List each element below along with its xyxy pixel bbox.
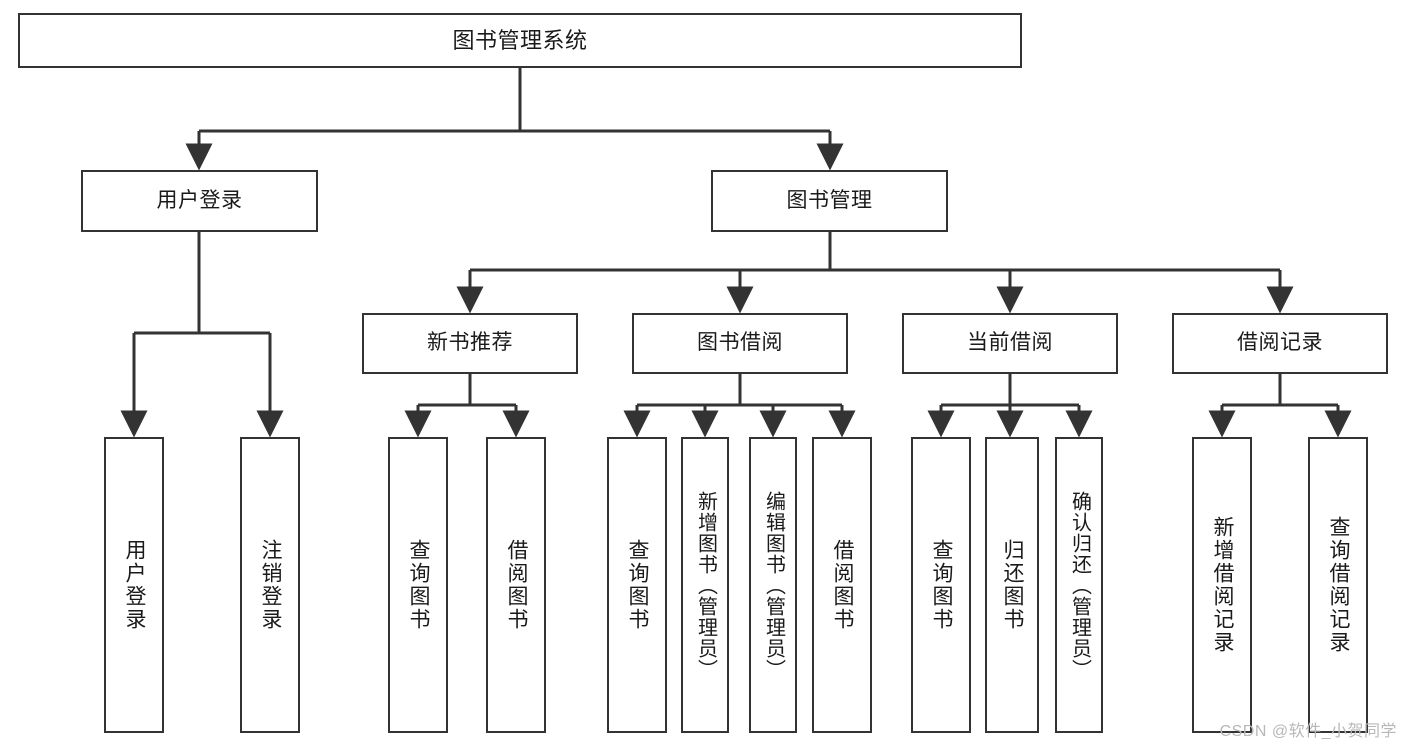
node-root-label: 图书管理系统 bbox=[452, 27, 588, 53]
leaf-book-borrow-2-label: 新增图书（管理员） bbox=[694, 490, 717, 680]
node-new-book-recommend-label: 新书推荐 bbox=[427, 331, 513, 355]
leaf-book-borrow-3-label: 编辑图书（管理员） bbox=[762, 490, 785, 680]
node-current-borrow[interactable]: 当前借阅 bbox=[902, 313, 1118, 374]
node-user-login[interactable]: 用户登录 bbox=[81, 170, 318, 232]
leaf-user-login-2-label: 注销登录 bbox=[259, 539, 283, 631]
node-root[interactable]: 图书管理系统 bbox=[18, 13, 1022, 68]
leaf-current-borrow-2[interactable]: 归还图书 bbox=[985, 437, 1039, 733]
leaf-user-login-2[interactable]: 注销登录 bbox=[240, 437, 300, 733]
leaf-book-borrow-1-label: 查询图书 bbox=[626, 539, 650, 631]
leaf-book-borrow-4-label: 借阅图书 bbox=[831, 539, 855, 631]
node-current-borrow-label: 当前借阅 bbox=[967, 331, 1053, 355]
leaf-book-borrow-4[interactable]: 借阅图书 bbox=[812, 437, 872, 733]
leaf-current-borrow-3-label: 确认归还（管理员） bbox=[1068, 490, 1091, 680]
node-book-manage-label: 图书管理 bbox=[786, 188, 873, 212]
leaf-borrow-record-1[interactable]: 新增借阅记录 bbox=[1192, 437, 1252, 733]
leaf-borrow-record-1-label: 新增借阅记录 bbox=[1211, 516, 1235, 654]
leaf-user-login-1[interactable]: 用户登录 bbox=[104, 437, 164, 733]
leaf-book-borrow-2[interactable]: 新增图书（管理员） bbox=[681, 437, 729, 733]
leaf-current-borrow-2-label: 归还图书 bbox=[1001, 539, 1025, 631]
leaf-new-book-1[interactable]: 查询图书 bbox=[388, 437, 448, 733]
leaf-current-borrow-1[interactable]: 查询图书 bbox=[911, 437, 971, 733]
node-user-login-label: 用户登录 bbox=[156, 188, 243, 212]
node-borrow-record-label: 借阅记录 bbox=[1237, 331, 1323, 355]
watermark-text: CSDN @软件_小贺同学 bbox=[1219, 723, 1397, 740]
leaf-book-borrow-3[interactable]: 编辑图书（管理员） bbox=[749, 437, 797, 733]
leaf-book-borrow-1[interactable]: 查询图书 bbox=[607, 437, 667, 733]
node-book-borrow[interactable]: 图书借阅 bbox=[632, 313, 848, 374]
node-borrow-record[interactable]: 借阅记录 bbox=[1172, 313, 1388, 374]
node-book-manage[interactable]: 图书管理 bbox=[711, 170, 948, 232]
leaf-new-book-2[interactable]: 借阅图书 bbox=[486, 437, 546, 733]
leaf-borrow-record-2-label: 查询借阅记录 bbox=[1327, 516, 1351, 654]
leaf-current-borrow-3[interactable]: 确认归还（管理员） bbox=[1055, 437, 1103, 733]
leaf-user-login-1-label: 用户登录 bbox=[123, 539, 147, 631]
leaf-new-book-2-label: 借阅图书 bbox=[505, 539, 529, 631]
node-new-book-recommend[interactable]: 新书推荐 bbox=[362, 313, 578, 374]
leaf-current-borrow-1-label: 查询图书 bbox=[930, 539, 954, 631]
node-book-borrow-label: 图书借阅 bbox=[697, 331, 783, 355]
leaf-borrow-record-2[interactable]: 查询借阅记录 bbox=[1308, 437, 1368, 733]
leaf-new-book-1-label: 查询图书 bbox=[407, 539, 431, 631]
